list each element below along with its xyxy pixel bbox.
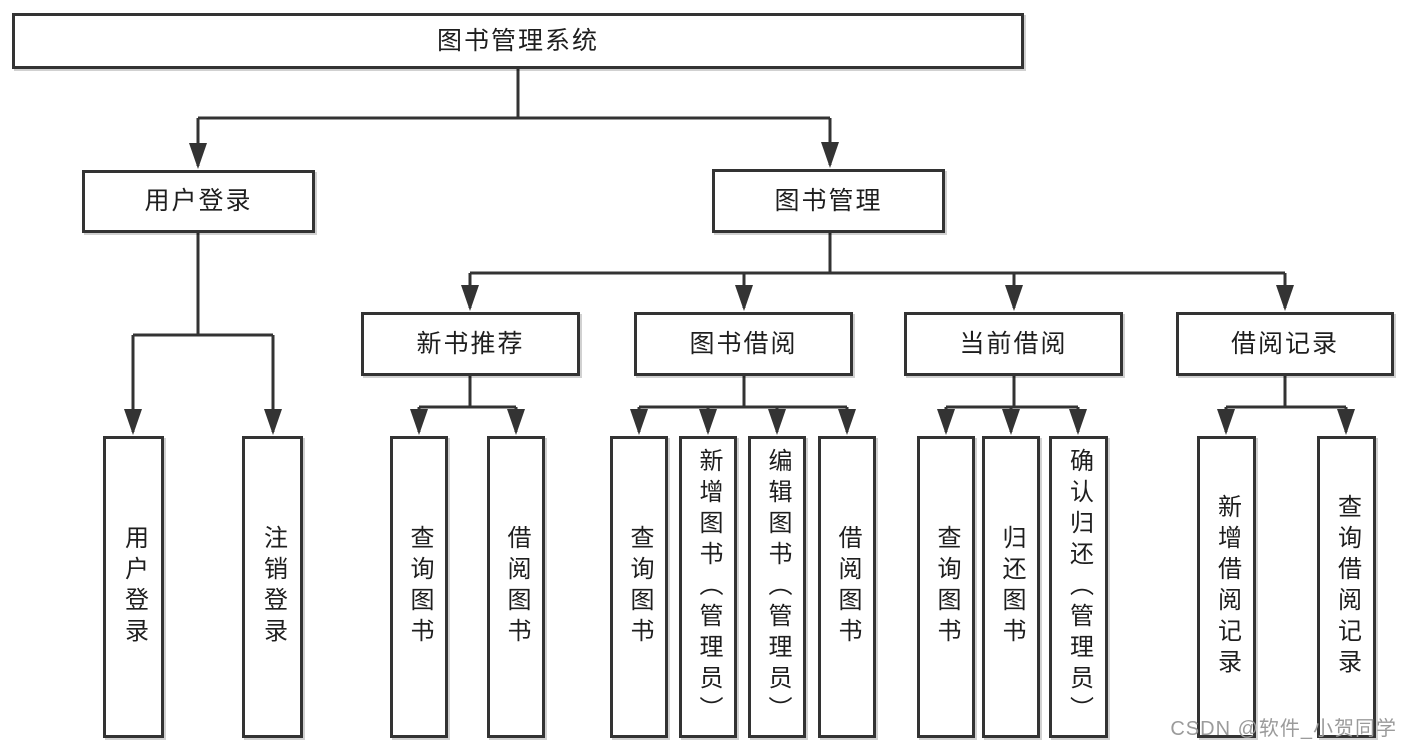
leaf-br-add-borrow-record: 新增借阅记录 [1197, 436, 1256, 738]
node-label: 借阅记录 [1230, 329, 1339, 358]
node-label: 归还图书 [998, 525, 1025, 649]
leaf-bb-borrow-books: 借阅图书 [818, 436, 876, 738]
node-book-management: 图书管理 [712, 169, 945, 233]
node-label: 查询图书 [406, 525, 433, 649]
leaf-nb-query-books: 查询图书 [390, 436, 448, 738]
leaf-bb-query-books: 查询图书 [610, 436, 668, 738]
leaf-cb-query-books: 查询图书 [917, 436, 975, 738]
node-borrowing-records: 借阅记录 [1176, 312, 1394, 376]
node-label: 查询图书 [933, 525, 960, 649]
node-label: 新书推荐 [416, 329, 525, 358]
leaf-cb-confirm-return-admin: 确认归还（管理员） [1049, 436, 1108, 738]
node-label: 用户登录 [120, 525, 148, 649]
leaf-user-login: 用户登录 [103, 436, 164, 738]
node-label: 确认归还（管理员） [1065, 447, 1093, 727]
node-label: 借阅图书 [503, 525, 530, 649]
leaf-logout-login: 注销登录 [242, 436, 303, 738]
node-label: 图书管理 [774, 186, 883, 215]
node-label: 用户登录 [144, 187, 253, 215]
node-label: 当前借阅 [959, 329, 1068, 358]
node-label: 图书管理系统 [436, 26, 599, 55]
node-label: 查询借阅记录 [1333, 494, 1361, 680]
leaf-bb-edit-books-admin: 编辑图书（管理员） [748, 436, 806, 738]
node-label: 借阅图书 [834, 525, 861, 649]
node-label: 注销登录 [259, 525, 287, 649]
node-label: 图书借阅 [689, 329, 798, 358]
leaf-br-query-borrow-record: 查询借阅记录 [1317, 436, 1376, 738]
node-label: 查询图书 [626, 525, 653, 649]
node-label: 编辑图书（管理员） [764, 447, 791, 727]
node-label: 新增图书（管理员） [695, 447, 722, 727]
watermark-text: CSDN @软件_小贺同学 [1170, 718, 1397, 740]
node-book-borrowing: 图书借阅 [634, 312, 853, 376]
node-user-login: 用户登录 [82, 170, 315, 233]
leaf-nb-borrow-books: 借阅图书 [487, 436, 545, 738]
leaf-cb-return-books: 归还图书 [982, 436, 1040, 738]
leaf-bb-add-books-admin: 新增图书（管理员） [679, 436, 737, 738]
node-current-borrowing: 当前借阅 [904, 312, 1123, 376]
node-label: 新增借阅记录 [1213, 494, 1241, 680]
node-library-management-system: 图书管理系统 [12, 13, 1024, 69]
node-new-book-recommendation: 新书推荐 [361, 312, 580, 376]
